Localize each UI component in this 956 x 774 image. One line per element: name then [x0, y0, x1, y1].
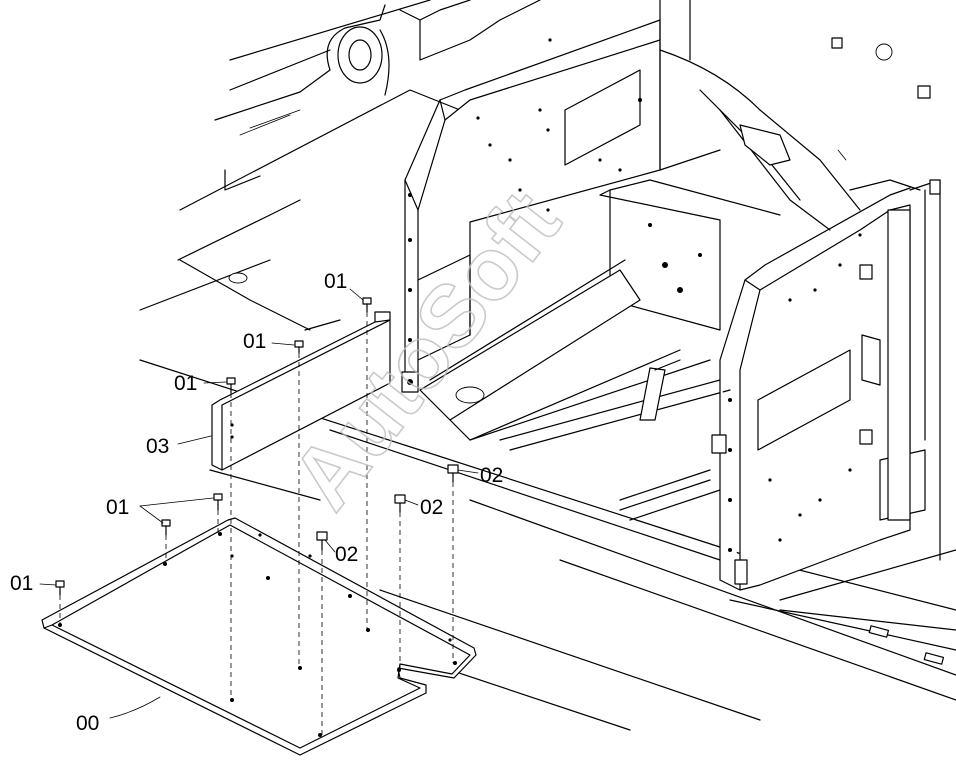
bolt-01-a [362, 297, 372, 313]
assembly-lines [59, 312, 454, 735]
cover-panel-03 [211, 311, 391, 471]
bolt-01-e [161, 519, 171, 536]
callout-02-b: 02 [420, 496, 443, 519]
right-side-plate [711, 179, 956, 665]
callout-01-c: 01 [174, 372, 197, 395]
callout-01-e: 01 [10, 572, 33, 595]
callout-01-b: 01 [243, 330, 266, 353]
bolt-01-b [294, 340, 304, 354]
bolt-01-d [213, 493, 223, 511]
callout-03: 03 [146, 435, 169, 458]
callout-labels: 01 01 01 01 01 03 02 02 02 00 [10, 270, 503, 735]
left-side-plate [401, 19, 661, 393]
bolt-02-b [394, 494, 406, 513]
callout-01-d: 01 [106, 496, 129, 519]
bolts [55, 297, 459, 596]
floor-plate-00 [41, 517, 477, 756]
bolt-02-c [316, 531, 328, 551]
callout-leaders [39, 288, 479, 719]
bolt-01-c [226, 377, 236, 394]
callout-02-c: 02 [335, 543, 358, 566]
center-box [419, 179, 781, 521]
callout-00: 00 [76, 712, 99, 735]
callout-02-a: 02 [480, 464, 503, 487]
rear-structure [659, 0, 931, 231]
bolt-01-f [55, 580, 65, 596]
chassis-frame [139, 0, 956, 731]
callout-01-a: 01 [324, 270, 347, 293]
bolt-02-a [447, 464, 459, 483]
